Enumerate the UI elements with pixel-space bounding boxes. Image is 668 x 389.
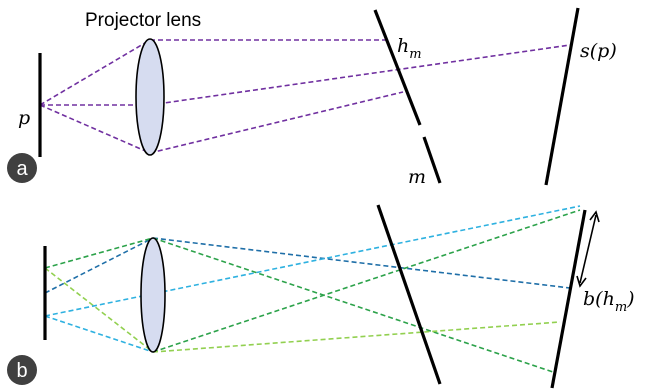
ray-green-2 xyxy=(152,237,554,373)
ray-p-to-lens-top xyxy=(39,39,151,106)
badge-a-text: a xyxy=(16,158,28,180)
surface-m-lower xyxy=(422,136,442,184)
label-sp: s(p) xyxy=(580,40,617,62)
blur-arrow-head-bottom xyxy=(576,275,587,288)
screen-s-b xyxy=(550,209,587,389)
screen-s-a xyxy=(544,7,580,186)
label-p: p xyxy=(18,107,30,129)
ray-dark-blue-1 xyxy=(44,237,154,294)
label-bhm: b(hm) xyxy=(583,288,635,315)
label-m: m xyxy=(408,166,426,188)
ray-light-green-1 xyxy=(44,267,154,353)
ray-cyan-1 xyxy=(44,315,154,353)
badge-a-circle xyxy=(7,153,37,183)
badge-b-text: b xyxy=(16,360,27,382)
projector-lens-label: Projector lens xyxy=(85,10,201,31)
ray-green-1 xyxy=(44,237,154,269)
panel-a-rays xyxy=(39,39,571,154)
ray-cyan-3 xyxy=(44,205,581,317)
blur-arrow-shaft xyxy=(579,214,597,284)
blur-width-arrow xyxy=(576,210,600,288)
panel-b-badge: b xyxy=(7,355,37,385)
panel-a: Projector lens p hm m s(p) a xyxy=(7,7,617,188)
projector-lens-a xyxy=(135,38,165,156)
ray-p-to-lens-bottom xyxy=(39,104,151,154)
panel-b: b(hm) b xyxy=(7,204,635,389)
panel-a-badge: a xyxy=(7,153,37,183)
ray-light-green-2 xyxy=(152,321,561,353)
label-hm: hm xyxy=(397,35,422,62)
ray-lens-mid-to-sp xyxy=(149,44,571,106)
ray-lens-bottom-to-mirror xyxy=(149,91,404,154)
ray-dark-blue-2 xyxy=(152,237,571,289)
surface-m-b xyxy=(376,204,442,385)
panel-b-rays xyxy=(44,205,581,373)
blur-arrow-head-top xyxy=(589,210,600,223)
ray-green-3 xyxy=(152,209,581,353)
surface-m-upper xyxy=(373,9,422,126)
projector-lens-b xyxy=(140,237,166,353)
badge-b-circle xyxy=(7,355,37,385)
